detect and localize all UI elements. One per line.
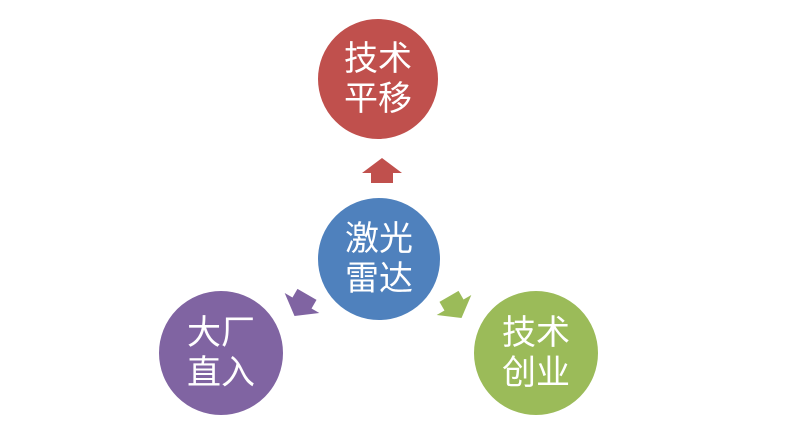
arrow-up-to-top-node — [362, 158, 402, 183]
node-right-line-1: 技术 — [502, 313, 570, 353]
node-center-line-1: 激光 — [345, 219, 413, 259]
node-center-line-2: 雷达 — [345, 259, 413, 299]
node-center-circle — [314, 194, 444, 324]
node-left-line-1: 大厂 — [187, 313, 255, 353]
arrow-right-shape — [436, 290, 472, 318]
node-top-line-1: 技术 — [344, 39, 412, 79]
node-right-circle — [470, 287, 602, 419]
node-right: 技术 创业 — [470, 287, 602, 419]
node-left-line-2: 直入 — [187, 353, 255, 393]
node-left-circle — [155, 287, 287, 419]
arrow-left-shape — [284, 288, 320, 316]
node-right-line-2: 创业 — [502, 353, 570, 393]
node-left: 大厂 直入 — [155, 287, 287, 419]
arrow-up-shape — [362, 158, 402, 183]
node-center: 激光 雷达 — [314, 194, 444, 324]
node-top-line-2: 平移 — [344, 79, 412, 119]
arrow-to-left-node — [284, 288, 320, 316]
node-top-circle — [314, 15, 442, 143]
arrow-to-right-node — [436, 290, 472, 318]
node-top: 技术 平移 — [314, 15, 442, 143]
